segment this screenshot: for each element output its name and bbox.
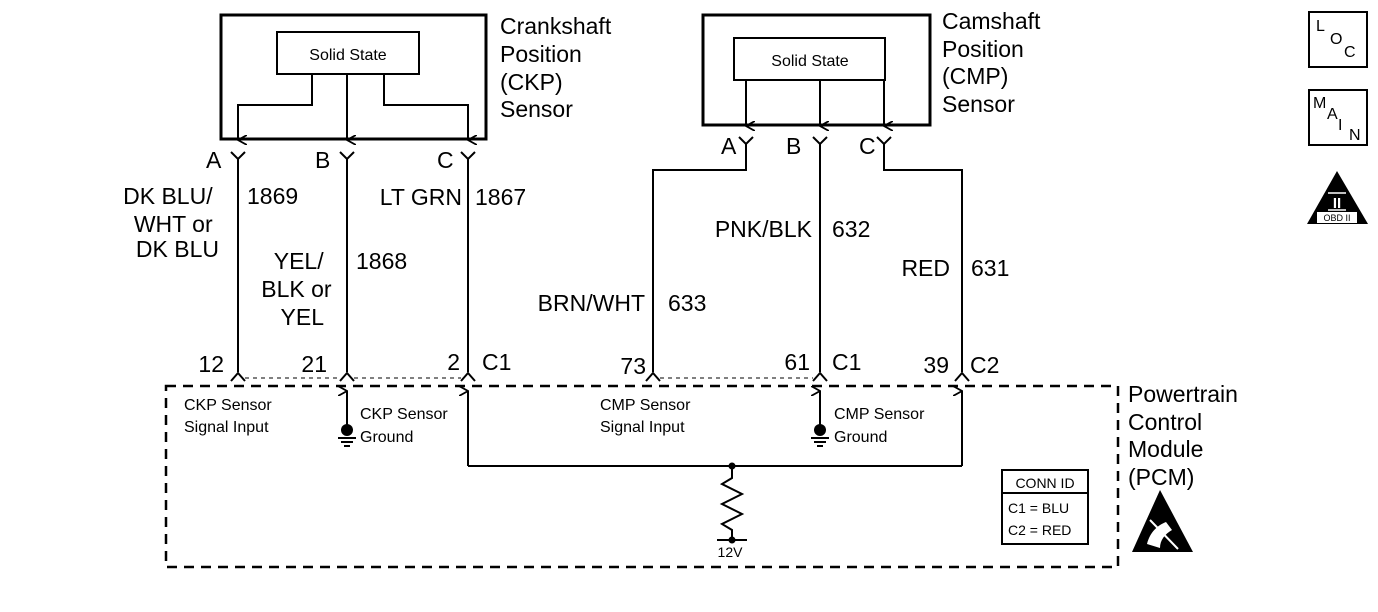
pin-73: 73 bbox=[620, 353, 646, 379]
connector-c1-cmp: C1 bbox=[832, 349, 861, 375]
ckp-signal-input-label: CKP Sensor Signal Input bbox=[184, 397, 276, 436]
cmp-solid-state-box bbox=[733, 37, 886, 81]
cmp-solid-state-label: Solid State bbox=[771, 53, 848, 70]
cmp-pin-c: C bbox=[859, 133, 876, 159]
svg-text:L: L bbox=[1316, 18, 1325, 35]
pcm-pin-labels: 12 21 2 C1 73 61 C1 39 C2 bbox=[198, 349, 999, 379]
pin-39: 39 bbox=[923, 352, 949, 378]
pin-21: 21 bbox=[301, 351, 327, 377]
ckp-ground-label: CKP Sensor Ground bbox=[360, 406, 452, 446]
wire-cmp-c-circuit: 631 bbox=[971, 255, 1009, 281]
pcm-module: Powertrain Control Module (PCM) CKP Sens… bbox=[164, 381, 1244, 569]
pull-up-resistor-icon bbox=[717, 462, 747, 544]
wire-ckp-c-circuit: 1867 bbox=[475, 184, 526, 210]
wire-cmp-a bbox=[652, 144, 747, 372]
conn-id-row-c1: C1 = BLU bbox=[1008, 500, 1069, 516]
connector-c1-ckp: C1 bbox=[482, 349, 511, 375]
cmp-ground-label: CMP Sensor Ground bbox=[834, 406, 929, 446]
cmp-sensor-box bbox=[701, 13, 932, 127]
cmp-ground-icon bbox=[811, 391, 829, 447]
cmp-sensor: Solid State Camshaft Position (CMP) Sens… bbox=[701, 8, 1047, 159]
svg-text:O: O bbox=[1330, 31, 1342, 48]
conn-id-table: CONN ID C1 = BLU C2 = RED bbox=[1001, 469, 1089, 545]
svg-text:OBD II: OBD II bbox=[1323, 213, 1350, 223]
cmp-pin-b: B bbox=[786, 133, 801, 159]
pin-2: 2 bbox=[447, 349, 460, 375]
cmp-pin-a: A bbox=[721, 133, 737, 159]
wire-ckp-b-color: YEL/ BLK or YEL bbox=[261, 248, 338, 330]
wire-cmp-a-color: BRN/WHT bbox=[538, 290, 645, 316]
svg-text:I: I bbox=[1338, 117, 1342, 134]
ckp-pin-b: B bbox=[315, 147, 330, 173]
loc-icon[interactable]: L O C bbox=[1308, 11, 1368, 68]
wire-ckp-b-circuit: 1868 bbox=[356, 248, 407, 274]
wire-ckp-c-color: LT GRN bbox=[380, 184, 462, 210]
wire-ckp-a-color: DK BLU/ WHT or DK BLU bbox=[123, 183, 219, 262]
conn-id-header: CONN ID bbox=[1015, 475, 1074, 491]
ckp-solid-state-label: Solid State bbox=[309, 47, 386, 64]
ckp-sensor: Solid State Crankshaft Position (CKP) Se… bbox=[206, 13, 618, 173]
pcm-title: Powertrain Control Module (PCM) bbox=[1128, 381, 1244, 490]
obd-ii-icon[interactable]: II OBD II bbox=[1307, 171, 1368, 224]
wire-cmp-a-circuit: 633 bbox=[668, 290, 706, 316]
ckp-sensor-title: Crankshaft Position (CKP) Sensor bbox=[500, 13, 618, 122]
pin-61: 61 bbox=[784, 349, 810, 375]
wire-cmp-b-circuit: 632 bbox=[832, 216, 870, 242]
svg-text:N: N bbox=[1349, 127, 1361, 144]
cmp-sensor-title: Camshaft Position (CMP) Sensor bbox=[942, 8, 1047, 117]
ckp-pin-c: C bbox=[437, 147, 454, 173]
wire-cmp-b-color: PNK/BLK bbox=[715, 216, 813, 242]
esd-warning-icon bbox=[1132, 490, 1193, 552]
cmp-signal-input-label: CMP Sensor Signal Input bbox=[600, 397, 695, 436]
wire-ckp-a-circuit: 1869 bbox=[247, 183, 298, 209]
svg-text:A: A bbox=[1327, 106, 1338, 123]
conn-id-row-c2: C2 = RED bbox=[1008, 522, 1071, 538]
main-icon[interactable]: M A I N bbox=[1308, 89, 1368, 146]
wire-cmp-c-color: RED bbox=[901, 255, 950, 281]
svg-text:C: C bbox=[1344, 44, 1356, 61]
ckp-ground-icon bbox=[338, 391, 356, 447]
ckp-sensor-box bbox=[219, 13, 488, 141]
pin-12: 12 bbox=[198, 351, 224, 377]
pcm-box bbox=[164, 384, 1120, 569]
voltage-12v-label: 12V bbox=[718, 544, 744, 560]
connector-c2: C2 bbox=[970, 352, 999, 378]
ckp-pin-a: A bbox=[206, 147, 222, 173]
wires: DK BLU/ WHT or DK BLU 1869 YEL/ BLK or Y… bbox=[123, 144, 1009, 372]
wire-cmp-c bbox=[883, 144, 963, 372]
svg-text:M: M bbox=[1313, 95, 1326, 112]
svg-text:II: II bbox=[1333, 195, 1341, 212]
